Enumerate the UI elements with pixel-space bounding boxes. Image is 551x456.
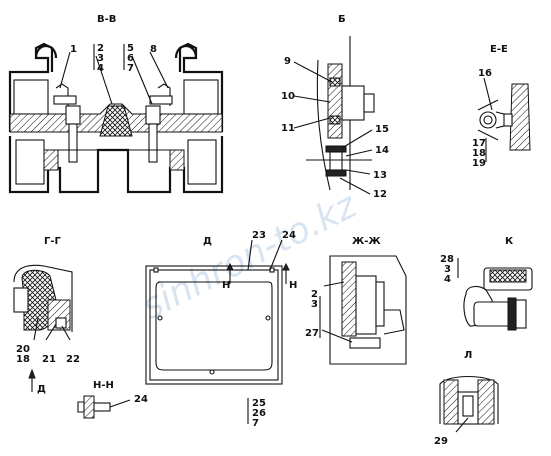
view-title-k: К — [505, 236, 514, 247]
label-8: 8 — [150, 44, 157, 55]
section-h-right: Н — [289, 280, 297, 291]
label-10: 10 — [281, 91, 295, 102]
label-25: 25 — [252, 398, 266, 409]
label-19: 19 — [472, 158, 486, 169]
label-20: 20 — [16, 344, 30, 355]
label-4: 4 — [97, 63, 104, 74]
view-vv: В-В 1 — [8, 14, 224, 194]
label-28: 28 — [440, 254, 454, 265]
label-7: 7 — [127, 63, 134, 74]
view-gg: Г-Г 20 18 21 22 Д — [13, 236, 80, 395]
view-ee: Е-Е 16 17 18 19 — [472, 44, 531, 169]
arrow-d-label: Д — [37, 384, 46, 395]
label-3: 3 — [97, 53, 104, 64]
label-18: 18 — [472, 148, 486, 159]
label-26: 26 — [252, 408, 266, 419]
central-seal — [99, 105, 133, 137]
label-15: 15 — [375, 124, 389, 135]
right-upper-box — [183, 79, 219, 115]
label-23: 23 — [252, 230, 266, 241]
view-title-ee: Е-Е — [490, 44, 508, 55]
label-27: 27 — [305, 328, 319, 339]
label-9: 9 — [284, 56, 291, 67]
label-2: 2 — [97, 43, 104, 54]
view-nn: Н-Н 24 — [77, 380, 148, 419]
label-4c: 4 — [444, 274, 451, 285]
label-29: 29 — [434, 436, 448, 447]
ee-wall — [509, 83, 531, 151]
view-title-gg: Г-Г — [44, 236, 62, 247]
view-title-zhzh: Ж-Ж — [352, 236, 381, 247]
label-17: 17 — [472, 138, 486, 149]
right-bolt-shank — [148, 123, 158, 163]
label-2b: 2 — [311, 289, 318, 300]
d-outer-frame — [145, 265, 283, 385]
view-title-d: Д — [203, 236, 212, 247]
right-bolt-head — [145, 105, 161, 125]
section-h-left: Н — [222, 280, 230, 291]
zhzh-seal — [341, 261, 357, 337]
label-5: 5 — [127, 43, 134, 54]
label-24c: 24 — [134, 394, 148, 405]
view-title-nn: Н-Н — [93, 380, 114, 391]
label-7b: 7 — [252, 418, 259, 429]
label-14: 14 — [375, 145, 389, 156]
view-d: Д Н Н 23 24 25 26 7 — [145, 230, 297, 429]
left-bolt-shank — [68, 123, 78, 163]
view-l: Л 29 — [434, 350, 499, 447]
label-24a: 24 — [282, 230, 296, 241]
view-zhzh: Ж-Ж 2 3 27 — [305, 236, 407, 365]
label-3b: 3 — [311, 299, 318, 310]
label-6: 6 — [127, 53, 134, 64]
view-title-b: Б — [338, 14, 346, 25]
view-title-vv: В-В — [97, 14, 116, 25]
view-k: К 28 3 4 — [440, 236, 533, 331]
b-body — [327, 63, 343, 139]
view-b: Б 9 10 11 15 14 13 12 — [281, 14, 389, 200]
label-16: 16 — [478, 68, 492, 79]
label-13: 13 — [373, 170, 387, 181]
label-18b: 18 — [16, 354, 30, 365]
label-12: 12 — [373, 189, 387, 200]
label-11: 11 — [281, 123, 295, 134]
label-22: 22 — [66, 354, 80, 365]
view-title-l: Л — [464, 350, 472, 361]
label-21: 21 — [42, 354, 56, 365]
left-bolt-head — [65, 105, 81, 125]
left-upper-box — [13, 79, 49, 115]
label-3c: 3 — [444, 264, 451, 275]
label-1: 1 — [70, 44, 77, 55]
